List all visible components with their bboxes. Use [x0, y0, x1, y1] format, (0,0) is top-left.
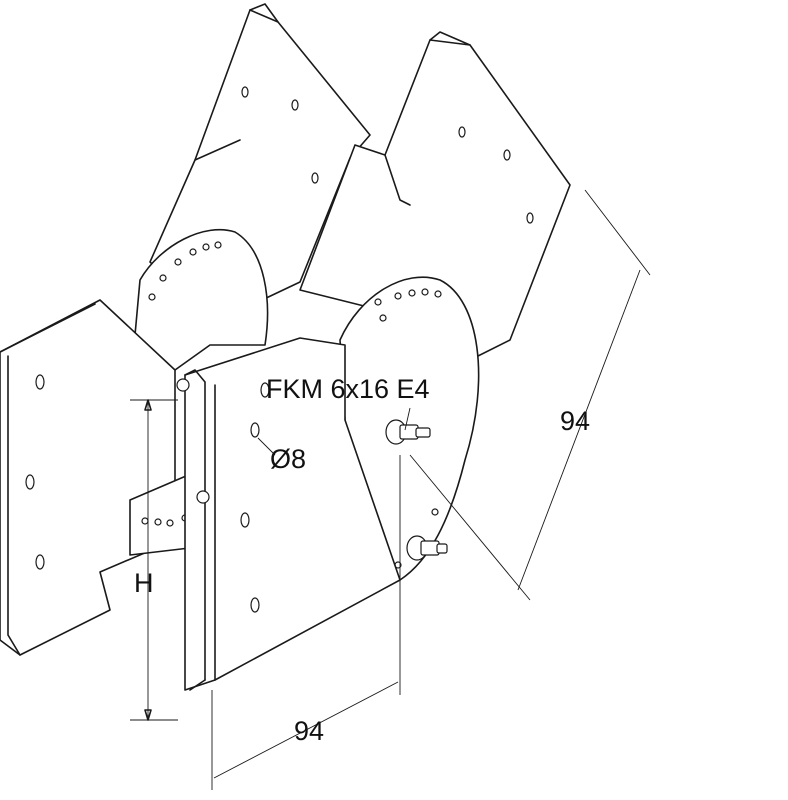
- hole-diameter-label: Ø8: [270, 444, 306, 474]
- bolt-lower: [406, 535, 448, 561]
- width-dimension-label: 94: [294, 716, 324, 746]
- height-label: H: [134, 568, 154, 598]
- diagonal-dimension-label: 94: [560, 406, 590, 436]
- bolt-upper: [385, 419, 431, 445]
- hinge-plate-left: [129, 228, 269, 391]
- dimension-h: [130, 399, 178, 721]
- leader-lines: [257, 407, 411, 456]
- dimension-94-bottom: [211, 455, 401, 790]
- fastener-label: FKM 6x16 E4: [266, 374, 430, 404]
- tray-wall-left: [0, 299, 176, 656]
- tray-wall-right: [176, 337, 401, 691]
- dimension-94-right: [409, 189, 651, 601]
